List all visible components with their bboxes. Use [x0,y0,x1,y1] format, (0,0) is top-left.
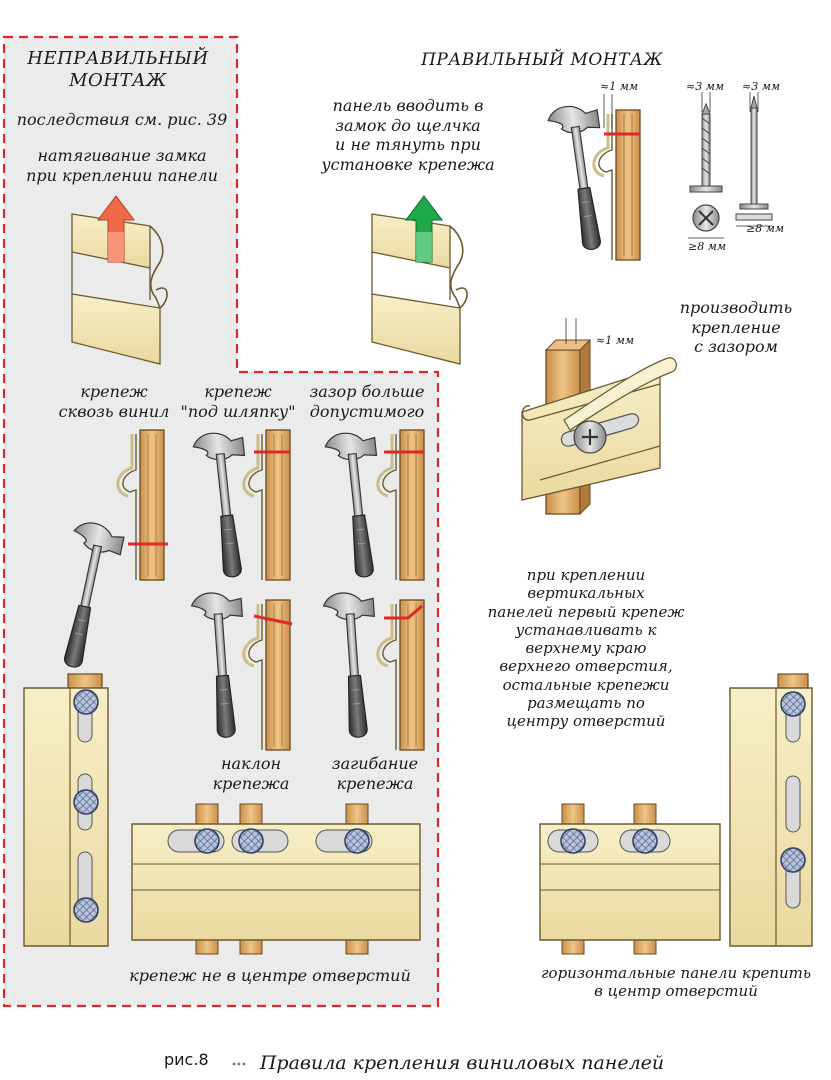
caption-dots [232,1062,246,1066]
vertical-caption-line2: вертикальных [527,584,645,603]
horizontal-panel-right [539,803,721,955]
bend-detail [322,590,426,752]
screw-8mm-label: ≥8 мм [688,240,726,253]
vertical-caption-line4: устанавливать к [515,620,657,639]
gap-too-big-caption: зазор больше допустимого [304,382,430,421]
vertical-caption-line9: центру отверстий [506,712,666,731]
vertical-panel-right [729,673,813,947]
under-head-caption-line2: "под шляпку" [180,401,296,421]
through-vinyl-detail [45,428,168,673]
bend-caption-line1: загибание [331,754,419,773]
vertical-caption-line7: остальные крепежи [502,675,670,694]
vertical-caption-line6: верхнего отверстия, [499,657,673,676]
gap-too-big-detail [323,428,426,582]
vertical-caption-line8: размещать по [527,694,645,713]
vertical-caption: при креплении вертикальных панелей первы… [466,566,706,731]
screw-detail [688,92,724,239]
tension-caption-line1: натягивание замка [37,146,207,165]
through-vinyl-caption: крепеж сквозь винил [54,382,174,421]
vertical-panel-wrong [23,673,109,947]
tension-arrow-wrong [97,195,135,263]
under-head-caption-line1: крепеж [204,382,272,401]
gap-1mm-label-a: ≈1 мм [600,80,638,93]
fastener-marker [253,614,293,626]
tilt-caption-line2: крепежа [212,773,290,793]
under-head-detail [191,428,292,582]
fastener-marker [384,604,423,620]
with-gap-caption-line2: крепление [691,317,781,337]
bend-caption: загибание крепежа [318,754,432,793]
vertical-caption-line5: верхнему краю [525,639,647,658]
tension-caption-line2: при креплении панели [26,165,218,185]
wrong-title-line1: НЕПРАВИЛЬНЫЙ [27,48,209,69]
off-center-caption: крепеж не в центре отверстий [129,966,411,985]
through-vinyl-caption-line2: сквозь винил [58,401,170,421]
figure-number: рис.8 [164,1050,209,1069]
gap-too-big-caption-line1: зазор больше [309,382,425,401]
insert-caption-line4: установке крепежа [321,154,495,174]
wrong-title: НЕПРАВИЛЬНЫЙ МОНТАЖ [18,48,218,92]
with-gap-caption-line3: с зазором [694,337,778,357]
figure-caption: Правила крепления виниловых панелей [259,1052,665,1074]
vertical-caption-line1: при креплении [526,566,646,584]
nail-8mm-label: ≥8 мм [746,222,784,235]
horizontal-caption: горизонтальные панели крепить в центр от… [526,964,826,1001]
wrong-note: последствия см. рис. 39 [16,110,228,129]
screw-3mm-label: ≈3 мм [686,80,724,93]
right-title: ПРАВИЛЬНЫЙ МОНТАЖ [421,50,663,70]
horizontal-panel-wrong [131,803,421,955]
with-gap-caption: производить крепление с зазором [668,298,804,357]
gap-fastening-detail [521,318,677,516]
gap-1mm-label-b: ≈1 мм [596,334,634,347]
horizontal-caption-line1: горизонтальные панели крепить [540,964,812,982]
insert-caption-line3: и не тянуть при [335,135,481,155]
insert-arrow-right [405,195,443,263]
with-gap-caption-line1: производить [679,298,793,317]
insert-caption-line2: замок до щелчка [335,115,481,135]
nail-detail [735,92,773,227]
insert-caption-line1: панель вводить в [332,96,484,115]
through-vinyl-caption-line1: крепеж [80,382,148,401]
vertical-caption-line3: панелей первый крепеж [487,602,685,621]
under-head-caption: крепеж "под шляпку" [178,382,298,421]
horizontal-caption-line2: в центр отверстий [594,982,758,1001]
tension-caption: натягивание замка при креплении панели [14,146,230,185]
tilt-detail [190,590,293,752]
correct-nailing-detail [545,94,642,262]
bend-caption-line2: крепежа [336,773,414,793]
tilt-caption: наклон крепежа [196,754,306,793]
insert-caption: панель вводить в замок до щелчка и не тя… [316,96,500,174]
tilt-caption-line1: наклон [221,754,281,773]
gap-too-big-caption-line2: допустимого [309,401,425,421]
wrong-title-line2: МОНТАЖ [69,69,167,91]
nail-3mm-label: ≈3 мм [742,80,780,93]
